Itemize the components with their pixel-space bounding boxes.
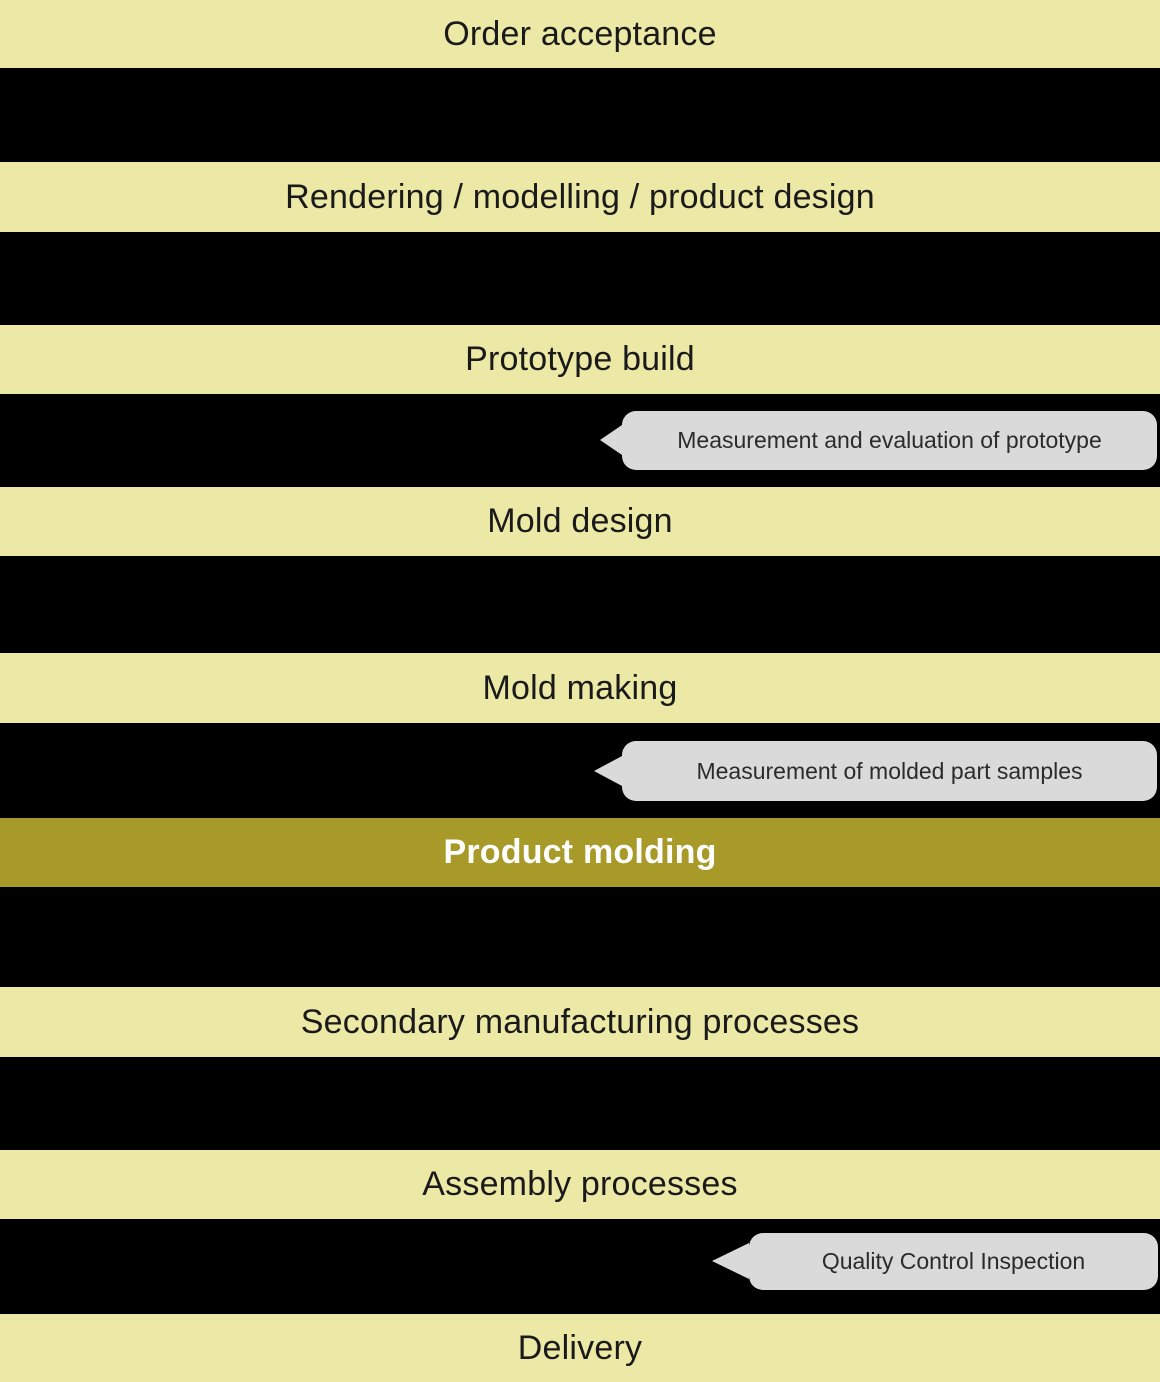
step-secondary-manufacturing-processes: Secondary manufacturing processes [0,987,1160,1057]
callout-measurement-evaluation-prototype: Measurement and evaluation of prototype [600,411,1157,470]
step-label: Secondary manufacturing processes [300,1002,860,1041]
step-label: Mold design [487,502,673,540]
step-mold-design: Mold design [0,487,1160,556]
step-order-acceptance: Order acceptance [0,0,1160,68]
callout-left-arrow-tail [594,756,622,786]
step-label: Product molding [443,833,717,871]
flow-connector-gap: Measurement and evaluation of prototype [0,394,1160,487]
flow-connector-gap [0,232,1160,325]
flow-connector-gap [0,887,1160,987]
step-rendering-modelling-product-design: Rendering / modelling / product design [0,162,1160,232]
step-label: Prototype build [465,340,695,378]
callout-label: Measurement and evaluation of prototype [677,427,1102,453]
flow-connector-gap: Quality Control Inspection [0,1219,1160,1314]
callout-left-arrow-tail [600,425,622,455]
callout-left-arrow-tail [712,1243,749,1279]
step-prototype-build: Prototype build [0,325,1160,394]
step-assembly-processes: Assembly processes [0,1150,1160,1219]
step-label: Assembly processes [422,1165,738,1203]
callout-label: Measurement of molded part samples [696,757,1083,784]
flow-connector-gap [0,1057,1160,1150]
callout-quality-control-inspection: Quality Control Inspection [712,1233,1158,1290]
step-label: Rendering / modelling / product design [285,177,875,216]
step-label: Order acceptance [443,14,717,53]
flow-connector-gap [0,68,1160,162]
step-delivery: Delivery [0,1314,1160,1382]
step-mold-making: Mold making [0,653,1160,723]
step-label: Delivery [517,1328,643,1367]
flow-connector-gap: Measurement of molded part samples [0,723,1160,818]
flow-connector-gap [0,556,1160,653]
callout-label: Quality Control Inspection [821,1248,1086,1274]
step-product-molding-highlighted: Product molding [0,818,1160,887]
step-label: Mold making [482,668,678,707]
callout-measurement-molded-part-samples: Measurement of molded part samples [594,741,1157,801]
